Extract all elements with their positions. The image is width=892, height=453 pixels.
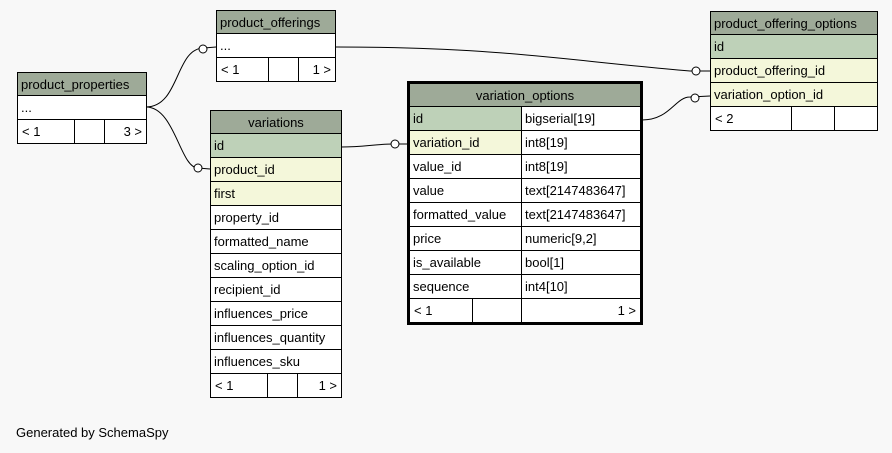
column-first[interactable]: first <box>214 186 235 201</box>
column-is-available[interactable]: is_available <box>413 255 481 270</box>
column-type: int4[10] <box>521 275 640 298</box>
column-id[interactable]: id <box>214 138 225 153</box>
parents-count[interactable]: < 2 <box>715 111 734 126</box>
column-scaling-option-id[interactable]: scaling_option_id <box>214 258 315 273</box>
column-product-id[interactable]: product_id <box>214 162 275 177</box>
column-value[interactable]: value <box>413 183 445 198</box>
column-value-id[interactable]: value_id <box>413 159 462 174</box>
table-footer: < 1 3 > <box>18 120 146 143</box>
column-recipient-id[interactable]: recipient_id <box>214 282 281 297</box>
children-count[interactable]: 1 > <box>297 374 341 397</box>
table-footer: < 1 1 > <box>211 374 341 397</box>
column-type: bool[1] <box>521 251 640 274</box>
table-title[interactable]: variation_options <box>410 84 640 107</box>
column-property-id[interactable]: property_id <box>214 210 280 225</box>
table-footer: < 2 <box>711 107 877 130</box>
column-ellipsis: ... <box>21 100 32 115</box>
table-variations[interactable]: variations id product_id first property_… <box>210 110 342 398</box>
column-id[interactable]: id <box>714 39 725 54</box>
column-formatted-value[interactable]: formatted_value <box>413 207 507 222</box>
generated-by-label: Generated by SchemaSpy <box>16 425 169 440</box>
column-variation-option-id[interactable]: variation_option_id <box>714 87 824 102</box>
table-title[interactable]: product_offering_options <box>711 12 877 35</box>
column-id[interactable]: id <box>410 107 521 130</box>
link-zero-marker <box>193 163 203 173</box>
parents-count[interactable]: < 1 <box>22 124 41 139</box>
link-zero-marker <box>198 44 208 54</box>
column-formatted-name[interactable]: formatted_name <box>214 234 309 249</box>
column-type: text[2147483647] <box>521 179 640 202</box>
footer-spacer <box>267 374 297 397</box>
table-footer: < 1 1 > <box>410 299 640 322</box>
column-sequence[interactable]: sequence <box>413 279 470 294</box>
children-count[interactable]: 1 > <box>521 299 640 322</box>
column-influences-price[interactable]: influences_price <box>214 306 308 321</box>
link-product-properties-to-variations <box>145 106 211 170</box>
parents-count[interactable]: < 1 <box>414 303 433 318</box>
link-zero-marker <box>690 93 700 103</box>
link-product-properties-to-product-offerings <box>145 46 217 108</box>
table-product-offering-options[interactable]: product_offering_options id product_offe… <box>710 11 878 131</box>
children-count[interactable]: 1 > <box>298 58 335 81</box>
children-count[interactable]: 3 > <box>104 120 146 143</box>
column-type: numeric[9,2] <box>521 227 640 250</box>
footer-spacer <box>791 107 834 130</box>
footer-spacer <box>472 299 521 322</box>
column-product-offering-id[interactable]: product_offering_id <box>714 63 826 78</box>
link-zero-marker <box>691 66 701 76</box>
parents-count[interactable]: < 1 <box>221 62 240 77</box>
table-title[interactable]: variations <box>211 111 341 134</box>
children-count <box>834 107 877 130</box>
table-product-offerings[interactable]: product_offerings ... < 1 1 > <box>216 10 336 82</box>
column-price[interactable]: price <box>413 231 442 246</box>
table-title[interactable]: product_properties <box>18 73 146 96</box>
column-influences-quantity[interactable]: influences_quantity <box>214 330 326 345</box>
column-variation-id[interactable]: variation_id <box>410 131 521 154</box>
parents-count[interactable]: < 1 <box>215 378 234 393</box>
link-zero-marker <box>390 139 400 149</box>
table-variation-options[interactable]: variation_options id bigserial[19] varia… <box>407 81 643 325</box>
column-influences-sku[interactable]: influences_sku <box>214 354 300 369</box>
table-footer: < 1 1 > <box>217 58 335 81</box>
footer-spacer <box>268 58 298 81</box>
column-type: int8[19] <box>521 131 640 154</box>
table-title[interactable]: product_offerings <box>217 11 335 34</box>
column-ellipsis: ... <box>220 38 231 53</box>
link-product-offerings-to-product-offering-options <box>335 46 710 72</box>
column-type: int8[19] <box>521 155 640 178</box>
table-product-properties[interactable]: product_properties ... < 1 3 > <box>17 72 147 144</box>
column-type: text[2147483647] <box>521 203 640 226</box>
footer-spacer <box>74 120 104 143</box>
link-variation-options-to-product-offering-options <box>641 95 711 121</box>
column-type: bigserial[19] <box>521 107 640 130</box>
